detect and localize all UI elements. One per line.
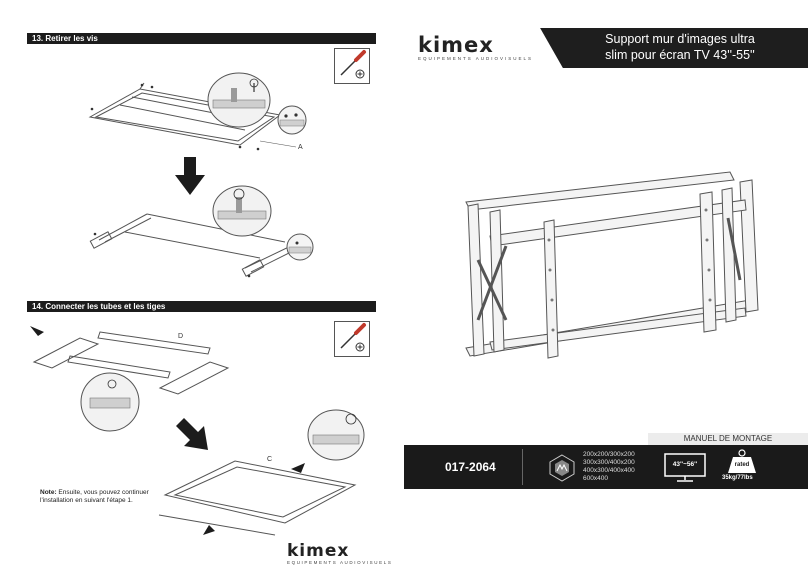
divider xyxy=(522,449,523,485)
step13-title: 13. Retirer les vis xyxy=(32,34,98,43)
vesa-line-4: 600x400 xyxy=(583,475,608,482)
weight-icon xyxy=(728,449,756,473)
brand-subtitle-top: EQUIPEMENTS AUDIOVISUELS xyxy=(418,56,534,61)
step14-title-bar: 14. Connecter les tubes et les tiges xyxy=(27,301,376,312)
tool-box-step14 xyxy=(334,321,370,357)
vesa-pattern-icon xyxy=(549,454,575,482)
product-title-line2: slim pour écran TV 43''-55'' xyxy=(605,48,755,62)
step13-detail-circle-after xyxy=(212,185,272,237)
vesa-list: 200x200/300x200 300x300/400x200 400x300/… xyxy=(583,451,635,483)
arrow-diagonal-icon xyxy=(176,418,208,450)
manual-label: MANUEL DE MONTAGE xyxy=(648,433,808,445)
step13-detail-circle-after-small xyxy=(286,233,314,261)
tv-screen-icon xyxy=(664,453,706,482)
step13-title-bar: 13. Retirer les vis xyxy=(27,33,376,44)
arrow-down-icon xyxy=(175,157,205,195)
brand-logo-top: kimex EQUIPEMENTS AUDIOVISUELS xyxy=(418,33,534,62)
product-illustration xyxy=(465,171,759,359)
title-banner xyxy=(540,28,808,68)
step13-detail-circle-small xyxy=(277,105,307,135)
screwdriver-icon xyxy=(340,323,366,352)
vesa-line-1: 200x200/300x200 xyxy=(583,451,635,458)
brand-logo-bottom: kimex EQUIPEMENTS AUDIOVISUELS xyxy=(287,541,393,566)
product-title-line1: Support mur d'images ultra xyxy=(605,32,755,46)
step14-detail-circle xyxy=(80,372,140,432)
step14-frame-assembled: C xyxy=(158,456,357,536)
callout-c: C xyxy=(267,456,272,463)
brand-subtitle-bottom: EQUIPEMENTS AUDIOVISUELS xyxy=(287,560,393,565)
brand-name-bottom: kimex xyxy=(287,541,350,561)
rated-label: rated xyxy=(734,462,750,468)
screen-size: 43''~56'' xyxy=(672,461,698,468)
callout-a: A xyxy=(298,144,303,151)
product-title: Support mur d'images ultra slim pour écr… xyxy=(580,31,780,63)
step14-detail-circle-right xyxy=(307,409,365,461)
note: Note: Ensuite, vous pouvez continuer l'i… xyxy=(40,489,150,505)
model-number: 017-2064 xyxy=(445,460,496,474)
tool-box-step13 xyxy=(334,48,370,84)
step13-detail-circle xyxy=(207,72,271,128)
vesa-line-2: 300x300/400x200 xyxy=(583,459,635,466)
note-text: Ensuite, vous pouvez continuer l'install… xyxy=(40,489,149,504)
callout-d: D xyxy=(178,333,183,340)
step13-frame-after xyxy=(89,213,300,278)
brand-name-top: kimex xyxy=(418,33,494,57)
note-label: Note: xyxy=(40,489,57,496)
weight-capacity: 35kg/77lbs xyxy=(722,475,753,481)
step14-title: 14. Connecter les tubes et les tiges xyxy=(32,302,166,311)
step14-parts: D xyxy=(30,326,230,395)
vesa-line-3: 400x300/400x400 xyxy=(583,467,635,474)
screwdriver-icon xyxy=(340,50,366,79)
